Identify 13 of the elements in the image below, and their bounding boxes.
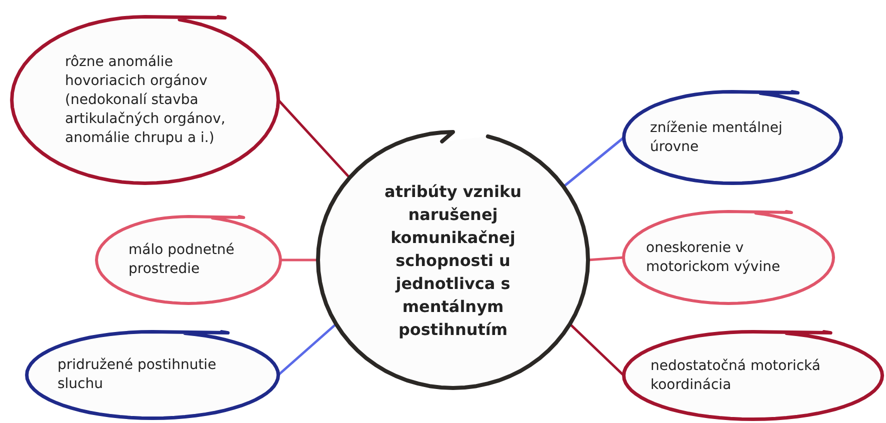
bubble-text: oneskorenie v motorickom vývine [646,238,782,276]
connector-line [280,258,318,262]
bubble-text: málo podnetné prostredie [128,241,236,279]
connector-line [562,136,625,188]
central-topic-text: atribúty vzniku narušenej komunikačnej schopnosti u jednotlivca s mentálnym postihnutím [384,180,522,340]
connector-line [277,323,337,376]
connector-line [588,256,624,262]
bubble-text: nedostatočná motorická koordinácia [650,356,822,394]
connector-line [569,323,625,376]
bubble-text: zníženie mentálnej úrovne [650,118,784,156]
bubble-text: pridružené postihnutie sluchu [58,356,218,394]
bubble-text: rôzne anomálie hovoriacich orgánov (nedokonalí stavba artikulačných orgánov, anomálie chrupu a i.) [65,52,226,148]
connector-line [277,99,351,179]
